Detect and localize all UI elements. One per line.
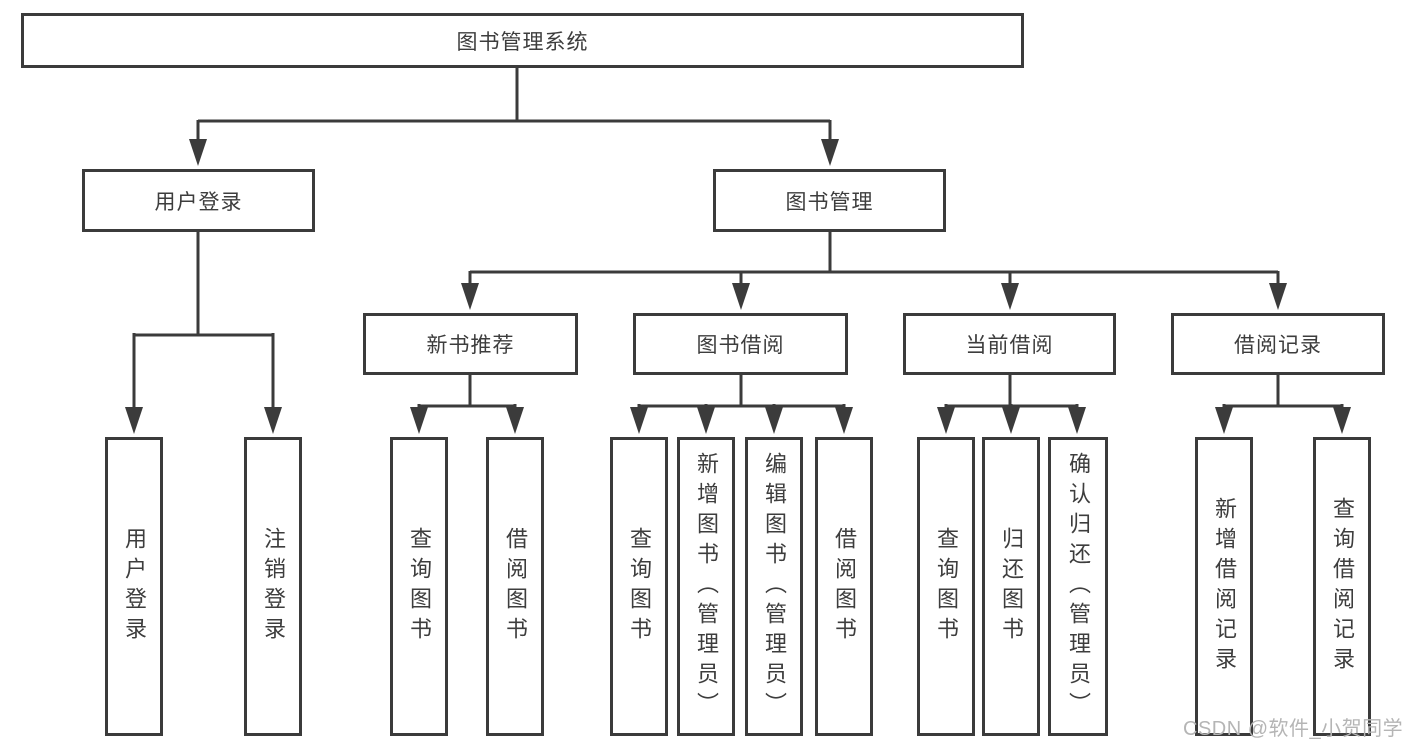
leaf-add-borrow-record: 新增借阅记录 bbox=[1195, 437, 1253, 736]
leaf-query-books-current-label: 查询图书 bbox=[934, 526, 959, 647]
leaf-query-borrow-record: 查询借阅记录 bbox=[1313, 437, 1371, 736]
leaf-borrow-books-recommend: 借阅图书 bbox=[486, 437, 544, 736]
node-book-management: 图书管理 bbox=[713, 169, 946, 232]
leaf-user-login: 用户登录 bbox=[105, 437, 163, 736]
leaf-user-login-label: 用户登录 bbox=[122, 526, 147, 647]
leaf-borrow-books: 借阅图书 bbox=[815, 437, 873, 736]
leaf-query-books-borrowing-label: 查询图书 bbox=[627, 526, 652, 647]
leaf-borrow-books-recommend-label: 借阅图书 bbox=[503, 526, 528, 647]
leaf-query-books-recommend-label: 查询图书 bbox=[407, 526, 432, 647]
node-user-login: 用户登录 bbox=[82, 169, 315, 232]
node-current-borrowing: 当前借阅 bbox=[903, 313, 1116, 375]
leaf-borrow-books-label: 借阅图书 bbox=[832, 526, 857, 647]
leaf-edit-books-admin-label: 编辑图书（管理员） bbox=[762, 451, 787, 722]
leaf-logout: 注销登录 bbox=[244, 437, 302, 736]
leaf-query-books-borrowing: 查询图书 bbox=[610, 437, 668, 736]
leaf-confirm-return-admin: 确认归还（管理员） bbox=[1048, 437, 1108, 736]
leaf-query-borrow-record-label: 查询借阅记录 bbox=[1330, 496, 1355, 677]
csdn-watermark: CSDN @软件_小贺同学 bbox=[1183, 718, 1404, 740]
leaf-logout-label: 注销登录 bbox=[261, 526, 286, 647]
leaf-query-books-current: 查询图书 bbox=[917, 437, 975, 736]
leaf-return-books-label: 归还图书 bbox=[999, 526, 1024, 647]
leaf-return-books: 归还图书 bbox=[982, 437, 1040, 736]
node-library-management-system: 图书管理系统 bbox=[21, 13, 1024, 68]
leaf-add-books-admin: 新增图书（管理员） bbox=[677, 437, 735, 736]
leaf-edit-books-admin: 编辑图书（管理员） bbox=[745, 437, 803, 736]
leaf-confirm-return-admin-label: 确认归还（管理员） bbox=[1066, 451, 1091, 722]
leaf-query-books-recommend: 查询图书 bbox=[390, 437, 448, 736]
leaf-add-books-admin-label: 新增图书（管理员） bbox=[694, 451, 719, 722]
leaf-add-borrow-record-label: 新增借阅记录 bbox=[1212, 496, 1237, 677]
node-borrowing-records: 借阅记录 bbox=[1171, 313, 1385, 375]
node-book-borrowing: 图书借阅 bbox=[633, 313, 848, 375]
node-new-book-recommendation: 新书推荐 bbox=[363, 313, 578, 375]
